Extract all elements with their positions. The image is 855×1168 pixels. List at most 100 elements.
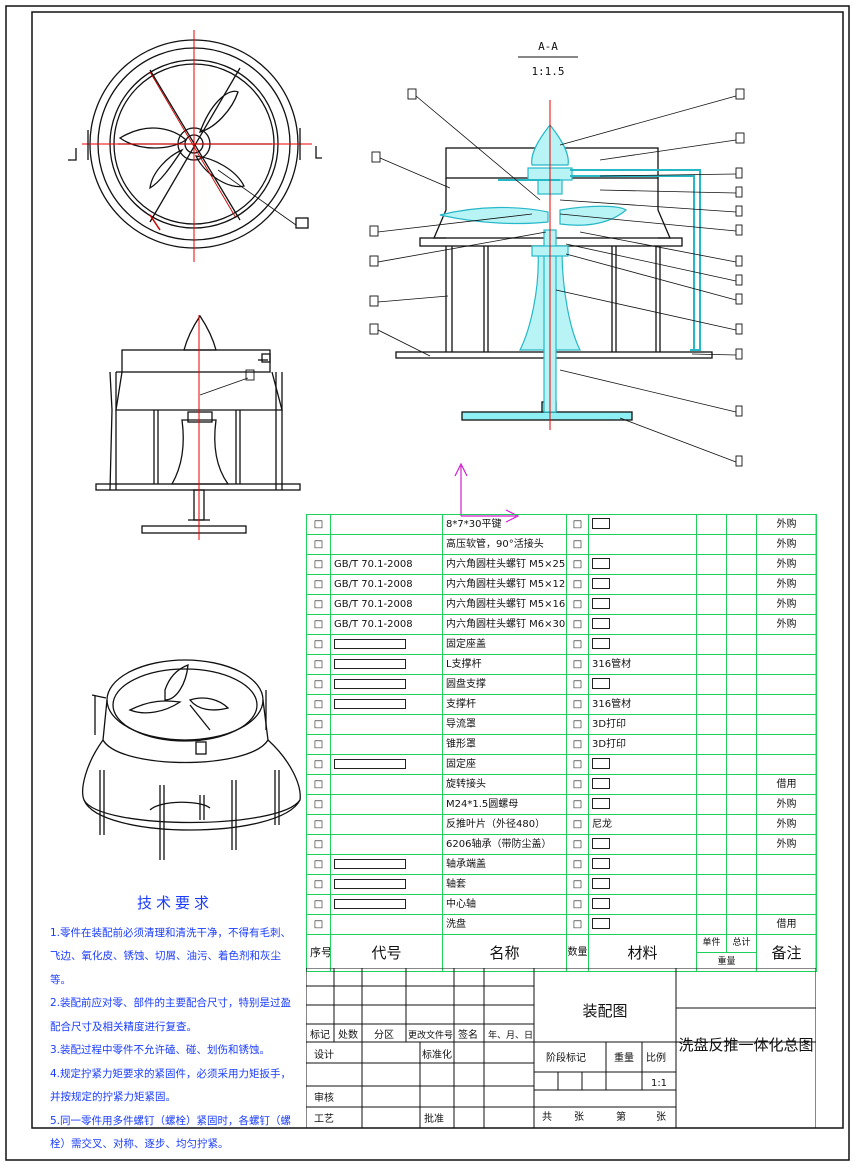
bom-row: □圆盘支撑□ <box>306 674 817 695</box>
bom-unit-weight <box>696 894 727 915</box>
bom-row: □锥形罩□3D打印 <box>306 734 817 755</box>
bom-header-note: 备注 <box>756 934 817 972</box>
code-placeholder-bar <box>334 638 406 649</box>
material-placeholder-box <box>592 558 610 569</box>
tb-approve: 批准 <box>424 1112 444 1125</box>
bom-no: □ <box>306 814 331 835</box>
tb-stage-mark: 阶段标记 <box>546 1051 586 1064</box>
bom-code <box>330 854 443 875</box>
bom-total-weight <box>726 854 757 875</box>
bom-qty: □ <box>566 774 589 795</box>
inner-frame <box>31 11 844 1129</box>
material-placeholder-box <box>592 578 610 589</box>
bom-note <box>756 734 817 755</box>
bom-code <box>330 634 443 655</box>
tech-title: 技术要求 <box>136 894 213 912</box>
section-scale: 1:1.5 <box>531 65 564 78</box>
bom-total-weight <box>726 794 757 815</box>
bom-unit-weight <box>696 654 727 675</box>
bom-code <box>330 654 443 675</box>
section-label: A-A <box>538 40 558 53</box>
bom-name: 圆盘支撑 <box>442 674 567 695</box>
bom-code: GB/T 70.1-2008 <box>330 614 443 635</box>
bom-name: 轴套 <box>442 874 567 895</box>
bom-header-total: 总计 <box>732 938 751 948</box>
bom-name: 旋转接头 <box>442 774 567 795</box>
bom-total-weight <box>726 614 757 635</box>
bom-total-weight <box>726 814 757 835</box>
front-view <box>95 314 301 534</box>
bom-no: □ <box>306 614 331 635</box>
title-block: 装配图 洗盘反推一体化总图 标记 处数 分区 更改文件号 签名 年、月、日 设计… <box>306 968 816 1128</box>
bom-total-weight <box>726 774 757 795</box>
bom-name: 导流罩 <box>442 714 567 735</box>
tech-item-3: 3.装配过程中零件不允许磕、碰、划伤和锈蚀。 <box>50 1044 271 1056</box>
material-placeholder-box <box>592 878 610 889</box>
bom-header-weight: 重量 <box>717 957 736 967</box>
bom-row: □轴套□ <box>306 874 817 895</box>
bom-material: 3D打印 <box>588 734 697 755</box>
bom-unit-weight <box>696 714 727 735</box>
code-placeholder-bar <box>334 658 406 669</box>
bom-no: □ <box>306 514 331 535</box>
bom-material <box>588 534 697 555</box>
section-leaders <box>377 95 737 463</box>
tb-drawing-name: 洗盘反推一体化总图 <box>678 1036 813 1054</box>
tb-sheet-no: 第 <box>616 1110 626 1123</box>
bom-code: GB/T 70.1-2008 <box>330 554 443 575</box>
bom-qty: □ <box>566 754 589 775</box>
bom-name: 高压软管，90°活接头 <box>442 534 567 555</box>
bom-note: 外购 <box>756 794 817 815</box>
bom-code <box>330 534 443 555</box>
tech-item-1: 1.零件在装配前必须清理和清洗干净，不得有毛刺、飞边、氧化皮、锈蚀、切屑、油污、… <box>50 926 292 986</box>
bom-name: 固定座盖 <box>442 634 567 655</box>
bom-no: □ <box>306 874 331 895</box>
bom-name: 固定座 <box>442 754 567 775</box>
bom-qty: □ <box>566 674 589 695</box>
bom-no: □ <box>306 754 331 775</box>
bom-code <box>330 674 443 695</box>
bom-total-weight <box>726 534 757 555</box>
bom-note: 外购 <box>756 534 817 555</box>
section-hatch <box>439 124 628 413</box>
bom-note: 借用 <box>756 774 817 795</box>
bom-unit-weight <box>696 694 727 715</box>
bom-name: 内六角圆柱头螺钉 M5×12 <box>442 574 567 595</box>
bom-unit-weight <box>696 594 727 615</box>
bom-row: □导流罩□3D打印 <box>306 714 817 735</box>
bom-code <box>330 814 443 835</box>
bom-material <box>588 614 697 635</box>
tech-requirements: 技术要求 1.零件在装配前必须清理和清洗干净，不得有毛刺、飞边、氧化皮、锈蚀、切… <box>50 892 300 1157</box>
tech-item-2: 2.装配前应对零、部件的主要配合尺寸，特别是过盈配合尺寸及相关精度进行复查。 <box>50 997 292 1033</box>
bom-note: 外购 <box>756 834 817 855</box>
bom-material <box>588 874 697 895</box>
bom-qty: □ <box>566 514 589 535</box>
bom-unit-weight <box>696 574 727 595</box>
bom-total-weight <box>726 894 757 915</box>
bom-header-material: 材料 <box>588 934 697 972</box>
bom-unit-weight <box>696 874 727 895</box>
bom-total-weight <box>726 714 757 735</box>
material-placeholder-box <box>592 598 610 609</box>
bom-code <box>330 774 443 795</box>
bom-total-weight <box>726 834 757 855</box>
bom-qty: □ <box>566 894 589 915</box>
tb-weight: 重量 <box>614 1051 634 1064</box>
bom-name: 锥形罩 <box>442 734 567 755</box>
bom-material <box>588 674 697 695</box>
bom-unit-weight <box>696 514 727 535</box>
bom-qty: □ <box>566 634 589 655</box>
bom-qty: □ <box>566 614 589 635</box>
bom-total-weight <box>726 694 757 715</box>
bom-qty: □ <box>566 834 589 855</box>
code-placeholder-bar <box>334 898 406 909</box>
bom-name: 内六角圆柱头螺钉 M5×16 <box>442 594 567 615</box>
bom-total-weight <box>726 914 757 935</box>
bom-total-weight <box>726 574 757 595</box>
bom-note <box>756 854 817 875</box>
bom-no: □ <box>306 674 331 695</box>
material-placeholder-box <box>592 798 610 809</box>
bom-code <box>330 694 443 715</box>
bom-qty: □ <box>566 854 589 875</box>
